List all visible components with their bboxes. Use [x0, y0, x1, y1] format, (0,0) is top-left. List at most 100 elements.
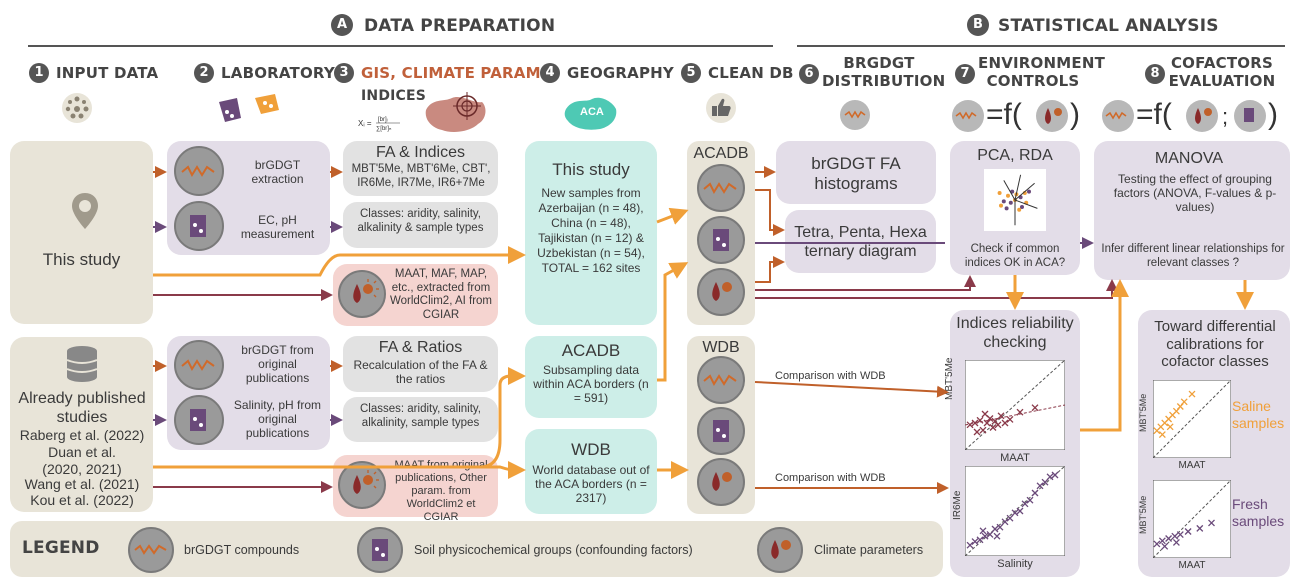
scatter-point [1158, 431, 1166, 439]
cofactor-equation-close: ) [1268, 98, 1278, 131]
scatter-point [979, 527, 987, 535]
pca-point [1001, 199, 1006, 204]
geo-study-line-5: Uzbekistan (n = 54), [537, 246, 645, 260]
thumbs-up-icon [706, 93, 736, 123]
step-2-title: Laboratory [221, 64, 335, 82]
ec-ph-label: EC, pH measurement [240, 213, 315, 242]
step-7-title: Environment [978, 54, 1106, 72]
plot1-xlabel: MAAT [1000, 452, 1030, 464]
fa-indices-title: FA & Indices [376, 144, 465, 161]
pca-rda-title: PCA, RDA [977, 147, 1053, 164]
scatter-point [1180, 398, 1188, 406]
this-study-input-box [10, 141, 153, 324]
step-1-badge: 1 [29, 63, 49, 83]
pca-plot [984, 169, 1046, 231]
scatter-point [996, 523, 1004, 531]
scatter-point [1016, 408, 1024, 416]
ternary-label: Tetra, Penta, Hexa ternary diagram [794, 224, 927, 260]
fa-ratios-text: Recalculation of the FA & the ratios [353, 358, 488, 387]
scatter-point [1036, 482, 1044, 490]
database-icon [64, 344, 100, 384]
climate-2-label: MAAT from original publications, Other p… [394, 459, 488, 523]
geo-study-line-3: China (n = 48), [551, 216, 631, 230]
scatter-point [1021, 500, 1029, 508]
scatter-point [981, 410, 989, 418]
geo-acadb-title: ACADB [561, 341, 621, 360]
geo-acadb-text: Subsampling data within ACA borders (n =… [533, 363, 649, 406]
wdb-geo-box [525, 429, 657, 514]
brgdgt-compound-icon [174, 340, 224, 390]
scatter-point [1031, 404, 1039, 412]
brgdgt-pubs-label: brGDGT from original publications [241, 343, 314, 386]
pca-point [999, 203, 1003, 208]
fa-ratios-box [343, 336, 498, 392]
step-5-title: Clean DB [708, 64, 794, 82]
section-a-title: Data Preparation [364, 16, 556, 36]
svg-text:Xᵢ =: Xᵢ = [358, 119, 372, 128]
salinity-pubs-label: Salinity, pH from original publications [233, 398, 322, 441]
one-to-one-line [1152, 479, 1232, 559]
section-b-badge: B [967, 14, 989, 36]
climate-parameter-icon [757, 527, 803, 573]
plot2-xlabel: Salinity [997, 558, 1033, 570]
fa-indices-box [343, 141, 498, 196]
step-6-title: BrGDGT [843, 54, 915, 72]
step-3-title: GIS, Climate Param. [361, 64, 547, 82]
toward-title: Toward differential calibrations for cof… [1154, 318, 1276, 371]
one-to-one-line [964, 359, 1066, 451]
scatter-point [1001, 419, 1009, 427]
step-8-badge: 8 [1145, 64, 1165, 84]
step-4-badge: 4 [540, 63, 560, 83]
step-6-badge: 6 [799, 64, 819, 84]
scatter-point [1046, 473, 1054, 481]
fa-histograms-box [776, 141, 936, 204]
pca-point [1017, 207, 1022, 212]
soil-group-icon [697, 216, 745, 264]
pca-point [1020, 205, 1024, 209]
scatter-point [981, 532, 989, 540]
scatter-point [966, 541, 974, 549]
comparison-wdb-1: Comparison with WDB [775, 370, 886, 382]
map-target-icon [422, 90, 492, 138]
env-equation-f: =f( [986, 98, 1022, 131]
geo-wdb-title: WDB [571, 440, 611, 459]
scatter-point [1161, 542, 1169, 550]
scatter-point [966, 421, 974, 429]
scatter-point [976, 536, 984, 544]
scatter-point [979, 426, 987, 434]
scatter-point [1188, 390, 1196, 398]
step-6-subtitle: Distribution [822, 72, 946, 90]
ref-raberg: Raberg et al. (2022) [19, 427, 145, 443]
fa-ratios-title: FA & Ratios [378, 339, 463, 356]
scatter-point [986, 530, 994, 538]
fa-histograms-label: brGDGT FA histograms [811, 154, 901, 194]
pca-point [1027, 189, 1031, 194]
classes-2-label: Classes: aridity, salinity, alkalinity, … [360, 403, 481, 429]
ref-kou: Kou et al. (2022) [30, 492, 134, 508]
cofactor-equation: ; =f( ) [1100, 96, 1285, 136]
scatter-point [1184, 528, 1192, 535]
pca-point [997, 191, 1002, 195]
manova-text: Testing the effect of grouping factors (… [1113, 172, 1277, 215]
legend-item-brgdgt: brGDGT compounds [184, 543, 300, 557]
scatter-point [1011, 509, 1019, 517]
geo-study-line-6: TOTAL = 162 sites [541, 261, 641, 275]
scatter-point [1158, 537, 1166, 545]
pca-loading-vector [1014, 199, 1038, 209]
saline-label: Saline samples [1232, 398, 1285, 431]
climate-parameter-icon [338, 270, 386, 318]
manova-box [1094, 141, 1290, 280]
geo-study-line-4: Tajikistan (n = 12) & [538, 231, 644, 245]
svg-text:∑[br]ₙ: ∑[br]ₙ [376, 126, 392, 132]
this-study-label: This study [42, 250, 121, 269]
soil-group-icon [174, 395, 224, 445]
scatter-point [1208, 519, 1215, 527]
acadb-geo-box [525, 336, 657, 418]
legend-title: Legend [22, 538, 100, 558]
brgdgt-compound-icon [174, 146, 224, 196]
brgdgt-compound-icon [697, 356, 745, 404]
brgdgt-compound-icon [697, 164, 745, 212]
manova-title: MANOVA [1154, 150, 1224, 167]
